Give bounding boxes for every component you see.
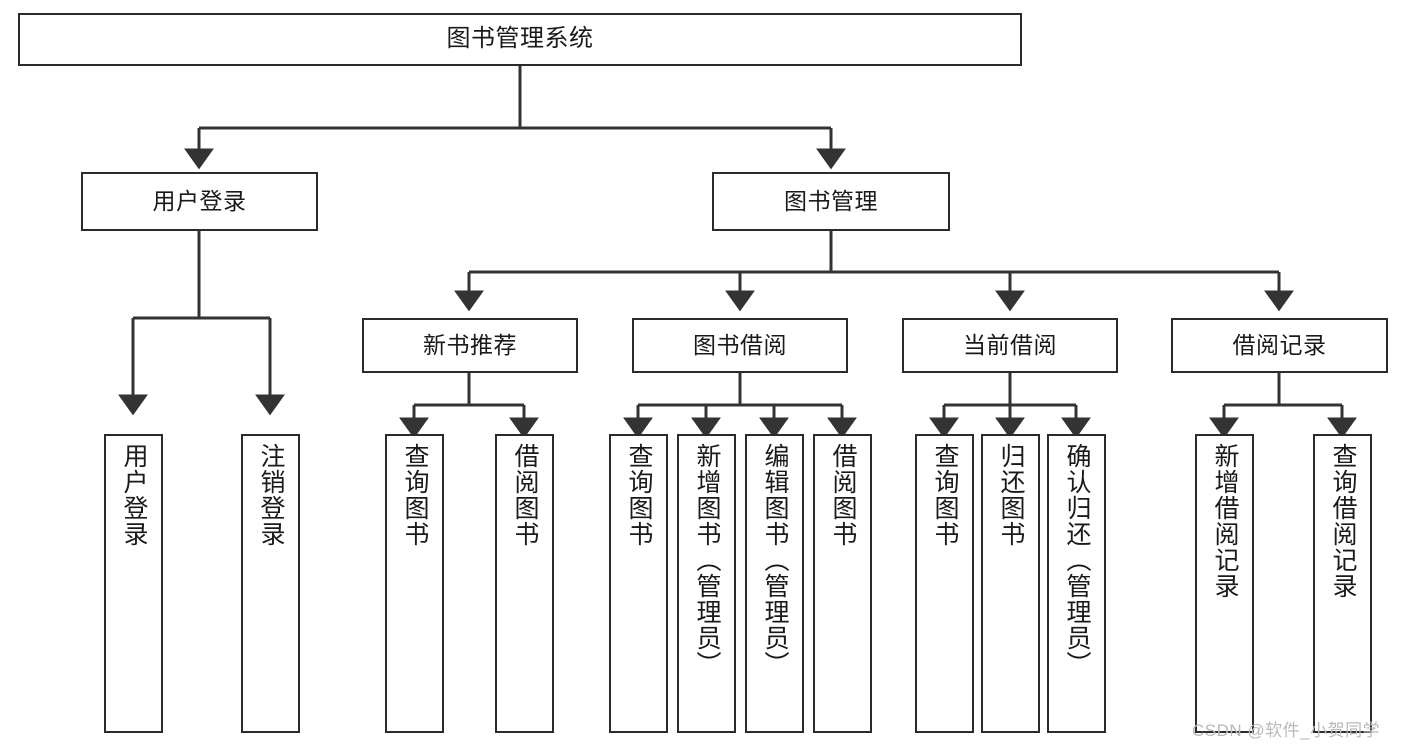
node-root-label: 图书管理系统 <box>446 25 594 53</box>
node-leaf-query-book-3-label: 查询图书 <box>931 443 959 547</box>
node-leaf-borrow-book-2-label: 借阅图书 <box>829 443 857 547</box>
node-new-book-recommend-label: 新书推荐 <box>423 331 517 358</box>
node-leaf-user-login-label: 用户登录 <box>120 443 148 547</box>
node-leaf-edit-book[interactable]: 编辑图书（管理员） <box>745 434 804 733</box>
node-new-book-recommend[interactable]: 新书推荐 <box>362 318 578 373</box>
node-leaf-edit-book-label: 编辑图书（管理员） <box>761 443 789 677</box>
node-leaf-borrow-book-2[interactable]: 借阅图书 <box>813 434 872 733</box>
node-leaf-return-book-label: 归还图书 <box>997 443 1025 547</box>
node-leaf-user-login[interactable]: 用户登录 <box>104 434 163 733</box>
node-current-borrow[interactable]: 当前借阅 <box>902 318 1118 373</box>
node-leaf-user-logout[interactable]: 注销登录 <box>241 434 300 733</box>
node-book-borrow[interactable]: 图书借阅 <box>632 318 848 373</box>
node-borrow-record-label: 借阅记录 <box>1232 331 1327 358</box>
node-leaf-query-book-1-label: 查询图书 <box>401 443 429 547</box>
node-leaf-query-book-2-label: 查询图书 <box>625 443 653 547</box>
node-book-manage[interactable]: 图书管理 <box>712 172 950 231</box>
node-leaf-add-book[interactable]: 新增图书（管理员） <box>677 434 736 733</box>
node-leaf-borrow-book-1[interactable]: 借阅图书 <box>495 434 554 733</box>
node-leaf-confirm-return[interactable]: 确认归还（管理员） <box>1047 434 1106 733</box>
node-user-login-label: 用户登录 <box>152 187 247 214</box>
node-book-borrow-label: 图书借阅 <box>693 331 787 358</box>
csdn-watermark: CSDN @软件_小贺同学 <box>1192 721 1381 740</box>
node-leaf-borrow-book-1-label: 借阅图书 <box>511 443 539 547</box>
node-leaf-return-book[interactable]: 归还图书 <box>981 434 1040 733</box>
node-root[interactable]: 图书管理系统 <box>18 13 1022 66</box>
node-leaf-query-book-3[interactable]: 查询图书 <box>915 434 974 733</box>
node-borrow-record[interactable]: 借阅记录 <box>1171 318 1388 373</box>
node-current-borrow-label: 当前借阅 <box>963 331 1057 358</box>
node-leaf-query-book-1[interactable]: 查询图书 <box>385 434 444 733</box>
node-user-login[interactable]: 用户登录 <box>81 172 318 231</box>
node-leaf-query-record[interactable]: 查询借阅记录 <box>1313 434 1372 733</box>
node-book-manage-label: 图书管理 <box>784 187 878 214</box>
node-leaf-add-record-label: 新增借阅记录 <box>1211 443 1239 599</box>
node-leaf-add-record[interactable]: 新增借阅记录 <box>1195 434 1254 733</box>
node-leaf-confirm-return-label: 确认归还（管理员） <box>1063 443 1091 677</box>
node-leaf-user-logout-label: 注销登录 <box>257 443 285 547</box>
node-leaf-query-record-label: 查询借阅记录 <box>1329 443 1357 599</box>
node-leaf-query-book-2[interactable]: 查询图书 <box>609 434 668 733</box>
node-leaf-add-book-label: 新增图书（管理员） <box>693 443 721 677</box>
